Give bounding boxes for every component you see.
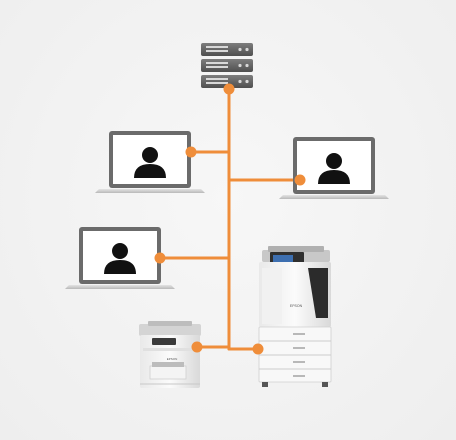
user-icon	[104, 243, 136, 274]
dot-laptop-left-bottom	[154, 252, 166, 264]
printer-large-brand: EPSON	[290, 304, 303, 308]
enterprise-printer-large: EPSON	[258, 246, 332, 387]
laptop-left-top	[95, 131, 205, 193]
dot-laptop-right	[294, 174, 306, 186]
dot-server	[223, 83, 235, 95]
dot-laptop-left-top	[185, 146, 197, 158]
server-rack-icon	[201, 43, 253, 88]
laptop-right	[279, 137, 389, 199]
user-icon	[134, 147, 166, 178]
connection-lines	[158, 87, 302, 351]
printer-small-brand: EPSON	[167, 357, 178, 361]
connection-dots	[154, 83, 306, 355]
dot-printer-large	[252, 343, 264, 355]
user-icon	[318, 153, 350, 184]
laptop-left-bottom	[65, 227, 175, 289]
multifunction-printer-small: EPSON	[139, 321, 201, 388]
dot-printer-small	[191, 341, 203, 353]
